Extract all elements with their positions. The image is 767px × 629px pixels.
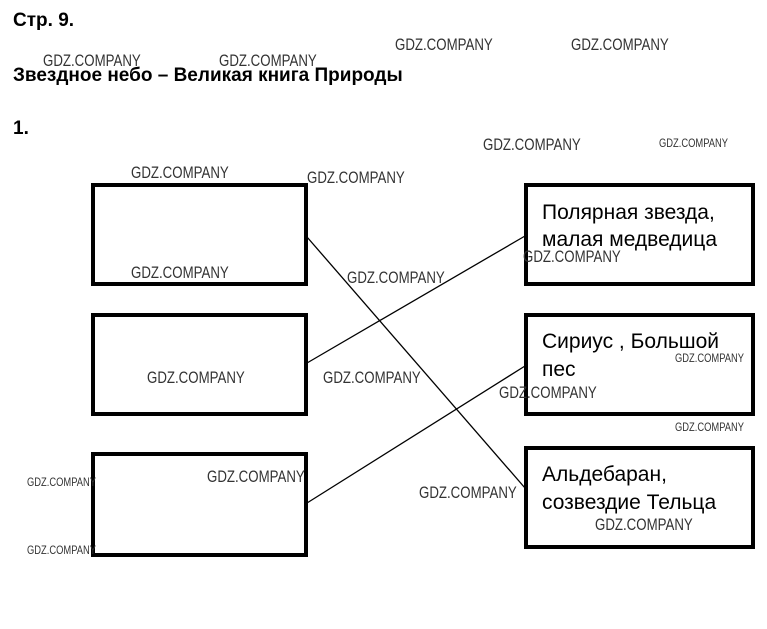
watermark: GDZ.COMPANY	[43, 51, 141, 70]
watermark: GDZ.COMPANY	[323, 368, 421, 387]
watermark: GDZ.COMPANY	[131, 163, 229, 182]
watermark: GDZ.COMPANY	[571, 35, 669, 54]
right-box-1[interactable]	[524, 183, 755, 286]
connector-line	[306, 365, 526, 504]
left-box-1[interactable]	[91, 183, 308, 286]
page-title: Звездное небо – Великая книга Природы	[13, 65, 403, 86]
right-box-2-line1: Сириус , Большой	[542, 330, 720, 353]
right-box-3[interactable]	[524, 446, 755, 549]
page-label: Стр. 9.	[13, 10, 75, 31]
watermark: GDZ.COMPANY	[131, 263, 229, 282]
watermark: GDZ.COMPANY	[27, 543, 96, 557]
right-box-1-line1: Полярная звезда,	[542, 201, 715, 224]
connector-line	[306, 236, 526, 489]
watermark: GDZ.COMPANY	[483, 135, 581, 154]
watermark: GDZ.COMPANY	[499, 383, 597, 402]
watermark: GDZ.COMPANY	[523, 247, 621, 266]
watermark: GDZ.COMPANY	[307, 168, 405, 187]
right-box-2[interactable]	[524, 313, 755, 416]
watermark: GDZ.COMPANY	[347, 268, 445, 287]
right-box-3-line1: Альдебаран,	[542, 463, 667, 486]
connector-line	[306, 235, 526, 364]
right-box-2-line2: пес	[542, 358, 576, 381]
task-number: 1.	[13, 118, 29, 139]
watermark: GDZ.COMPANY	[595, 515, 693, 534]
watermark: GDZ.COMPANY	[675, 420, 744, 434]
watermark: GDZ.COMPANY	[659, 136, 728, 150]
watermark: GDZ.COMPANY	[395, 35, 493, 54]
right-box-3-line2: созвездие Тельца	[542, 491, 717, 514]
watermark: GDZ.COMPANY	[675, 351, 744, 365]
left-box-2[interactable]	[91, 313, 308, 416]
right-box-1-line2: малая медведица	[542, 228, 717, 251]
watermark: GDZ.COMPANY	[219, 51, 317, 70]
left-box-3[interactable]	[91, 452, 308, 557]
watermark: GDZ.COMPANY	[27, 475, 96, 489]
watermark: GDZ.COMPANY	[147, 368, 245, 387]
watermark: GDZ.COMPANY	[207, 467, 305, 486]
watermark: GDZ.COMPANY	[419, 483, 517, 502]
